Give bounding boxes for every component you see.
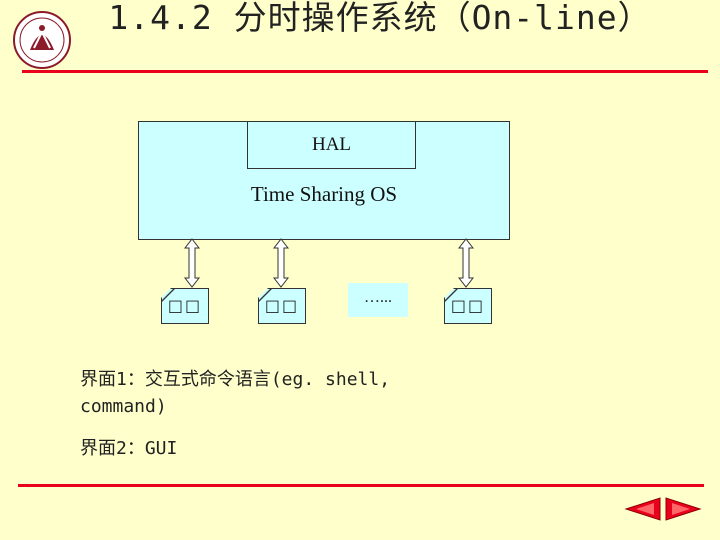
- slide-title: 1.4.2 分时操作系统（On-line）: [108, 0, 652, 37]
- top-divider: [22, 70, 708, 73]
- interface-1-line: 界面1：交互式命令语言(eg. shell,: [80, 369, 391, 390]
- double-arrow-2: [273, 238, 289, 288]
- double-arrow-1: [184, 238, 200, 288]
- next-triangle-icon[interactable]: [664, 496, 702, 522]
- terminal-2: □□: [258, 288, 306, 324]
- double-arrow-3: [458, 238, 474, 288]
- university-logo: [13, 11, 71, 69]
- bottom-divider: [18, 484, 704, 487]
- terminal-1: □□: [161, 288, 209, 324]
- prev-triangle-icon[interactable]: [624, 496, 662, 522]
- hal-box: HAL: [247, 121, 416, 169]
- time-sharing-os-box: HAL Time Sharing OS: [138, 121, 510, 240]
- interface-1-text: 界面1：交互式命令语言(eg. shell, command): [80, 366, 390, 420]
- interface-2-text: 界面2：GUI: [80, 438, 178, 459]
- interface-1-continuation: command): [80, 396, 167, 417]
- terminal-3: □□: [444, 288, 492, 324]
- more-terminals-ellipsis: …...: [348, 283, 408, 317]
- os-label: Time Sharing OS: [250, 182, 398, 206]
